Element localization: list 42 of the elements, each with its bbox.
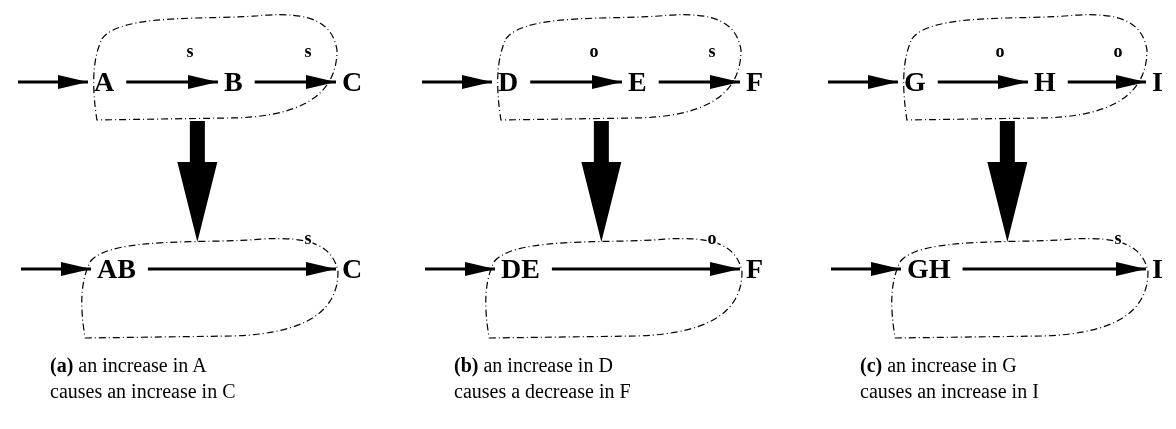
variable-label: DE (499, 253, 542, 285)
arrow (962, 262, 1146, 276)
variable-label: I (1150, 253, 1165, 285)
caption: (c) an increase in G causes an increase in I (860, 353, 1040, 404)
arrow (658, 75, 740, 89)
dashed-region (496, 12, 741, 120)
block-arrow (177, 121, 218, 242)
arrow (254, 75, 336, 89)
variable-label: F (744, 66, 766, 98)
dashed-region (80, 236, 338, 338)
variable-label: G (902, 66, 928, 98)
block-arrow (581, 121, 622, 242)
dashed-region (484, 236, 742, 338)
variable-label: H (1032, 66, 1058, 98)
variable-label: C (340, 66, 365, 98)
arrow (1067, 75, 1146, 89)
arrow (831, 262, 901, 276)
caption: (a) an increase in A causes an increase in C (50, 353, 237, 404)
variable-label: F (744, 253, 766, 285)
arrow (425, 262, 495, 276)
variable-label: B (222, 66, 245, 98)
dashed-region (92, 12, 337, 120)
block-arrow (987, 121, 1028, 242)
arrow (126, 75, 218, 89)
arrow (937, 75, 1028, 89)
arrow (828, 75, 898, 89)
arrow (21, 262, 91, 276)
arrow (422, 75, 492, 89)
arrow (530, 75, 622, 89)
arrow (147, 262, 336, 276)
variable-label: GH (905, 253, 953, 285)
variable-label: C (340, 253, 365, 285)
arrow (18, 75, 88, 89)
arrow (551, 262, 740, 276)
variable-label: A (92, 66, 117, 98)
variable-label: D (496, 66, 521, 98)
variable-label: AB (95, 253, 138, 285)
dashed-region (902, 12, 1147, 120)
dashed-region (890, 236, 1148, 338)
variable-label: I (1150, 66, 1165, 98)
caption: (b) an increase in D causes a decrease in F (454, 353, 632, 404)
variable-label: E (626, 66, 649, 98)
